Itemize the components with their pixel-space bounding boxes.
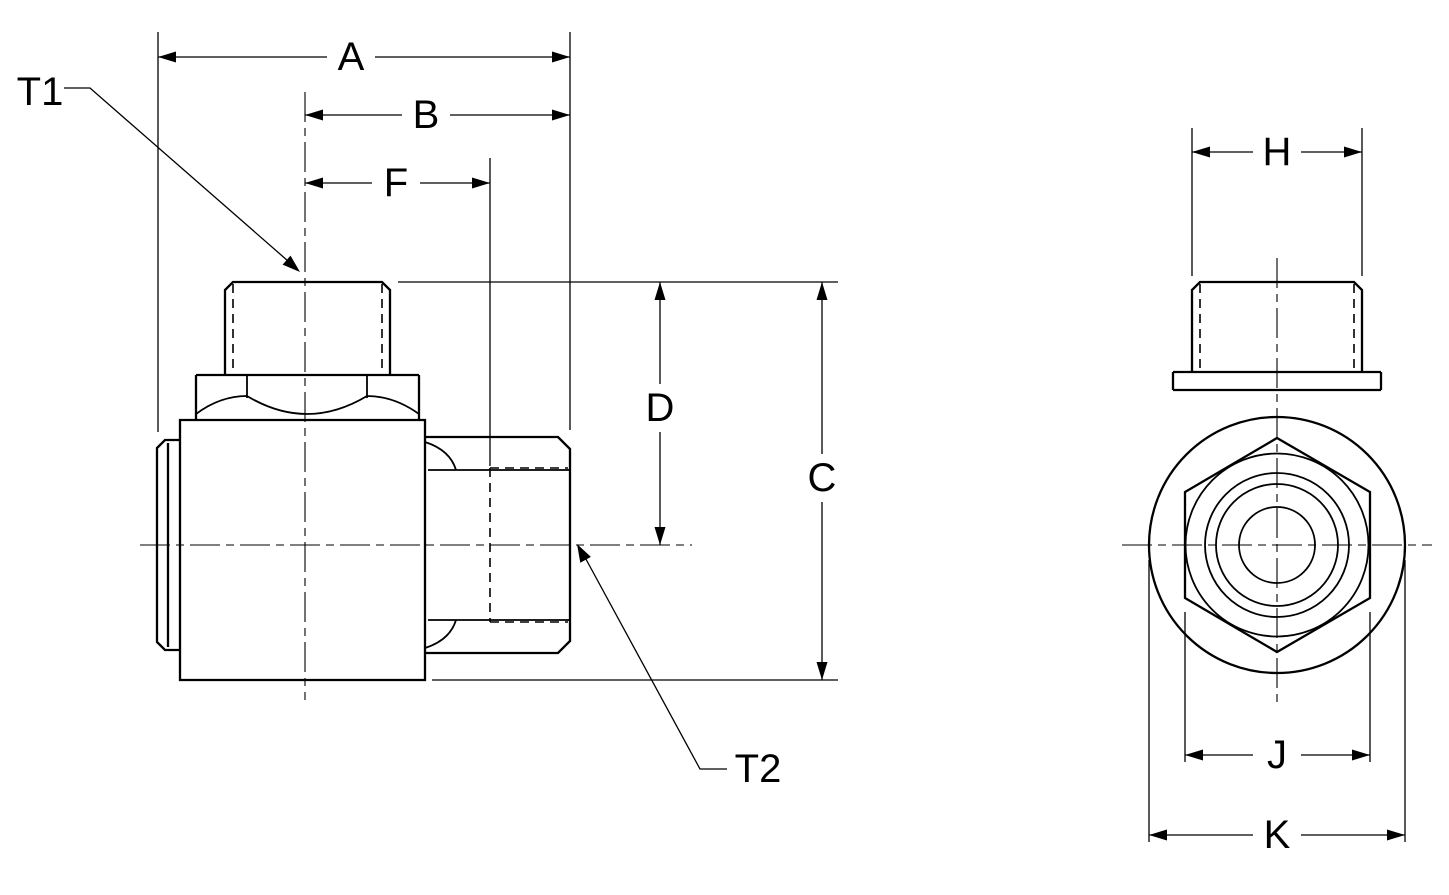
- dimension-h: H: [1191, 128, 1363, 276]
- end-view: [1122, 258, 1432, 705]
- arrowhead: [1185, 749, 1203, 761]
- female-port-blend-arc-top: [424, 441, 457, 471]
- dimension-f: F: [305, 161, 490, 205]
- dim-label-j: J: [1267, 733, 1287, 777]
- arrowhead: [1344, 146, 1362, 158]
- callout-t1: T1: [17, 70, 300, 272]
- end-view-dimensions: H J K: [1148, 128, 1406, 857]
- dim-label-a: A: [338, 35, 365, 79]
- top-hex-nut: [194, 373, 421, 420]
- dim-label-f: F: [384, 161, 408, 205]
- leader-arrowhead-t2: [577, 544, 591, 563]
- female-port-blend-arc-bottom: [424, 619, 457, 649]
- dimension-k: K: [1148, 560, 1406, 857]
- leader-arrowhead-t1: [282, 255, 300, 272]
- dimension-j: J: [1184, 612, 1371, 777]
- dimension-a: A: [158, 35, 570, 79]
- arrowhead: [1192, 146, 1210, 158]
- arrowhead: [305, 177, 323, 189]
- arrowhead: [1387, 829, 1405, 841]
- arrowhead: [1352, 749, 1370, 761]
- dim-label-d: D: [646, 386, 675, 430]
- dim-label-k: K: [1264, 813, 1291, 857]
- arrowhead: [552, 51, 570, 63]
- arrowhead: [1149, 829, 1167, 841]
- top-male-port: [223, 280, 392, 375]
- dimension-d: D: [646, 282, 675, 545]
- hex-chamfer-arc-left: [195, 395, 248, 415]
- arrowhead: [552, 109, 570, 121]
- dimension-b: B: [305, 93, 570, 137]
- dim-label-b: B: [413, 93, 440, 137]
- top-port-outline: [223, 280, 392, 375]
- dimension-c: C: [808, 282, 837, 680]
- arrowhead: [654, 527, 666, 545]
- port-label-t1: T1: [17, 70, 64, 114]
- dim-label-h: H: [1263, 130, 1292, 174]
- port-label-t2: T2: [735, 747, 782, 791]
- dim-label-c: C: [808, 456, 837, 500]
- leader-line-t1: [64, 87, 297, 269]
- arrowhead: [816, 282, 828, 300]
- side-view-dimensions: A B F D: [17, 32, 838, 791]
- arrowhead: [654, 282, 666, 300]
- callout-t2: T2: [577, 544, 781, 791]
- leader-line-t2: [580, 549, 727, 770]
- side-view: [140, 92, 692, 700]
- arrowhead: [305, 109, 323, 121]
- hex-chamfer-arc-right: [366, 395, 420, 415]
- body-outline: [178, 418, 427, 682]
- arrowhead: [816, 662, 828, 680]
- arrowhead: [472, 177, 490, 189]
- arrowhead: [158, 51, 176, 63]
- hex-chamfer-arc-center: [246, 395, 368, 415]
